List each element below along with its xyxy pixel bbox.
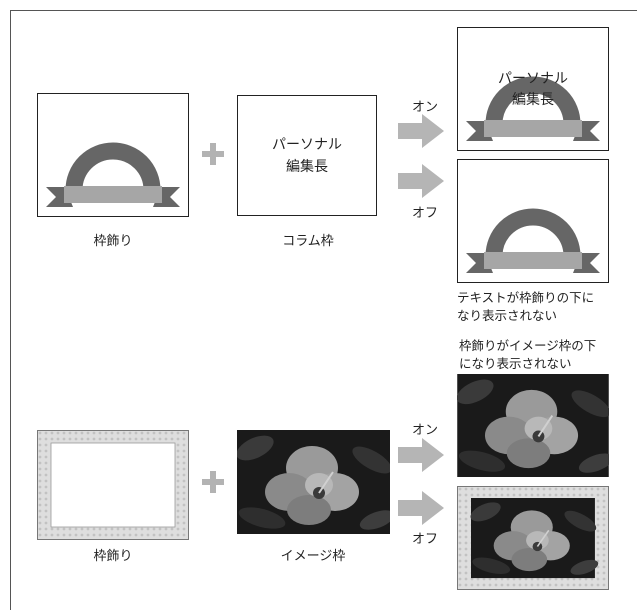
ribbon-arch-graphic bbox=[46, 142, 180, 207]
patterned-frame-graphic bbox=[37, 430, 189, 540]
arrow-right-icon bbox=[398, 491, 444, 525]
off-note-top: テキストが枠飾りの下に なり表示されない bbox=[457, 290, 595, 323]
result-off-framed-image bbox=[457, 486, 609, 590]
on-label-bottom: オン bbox=[411, 423, 438, 438]
arrow-right-icon bbox=[398, 438, 444, 472]
column-text-line-1: パーソナル bbox=[272, 137, 342, 153]
ribbon-arch-graphic bbox=[466, 76, 600, 141]
result-off-box bbox=[457, 159, 609, 283]
on-label-top: オン bbox=[411, 100, 438, 115]
column-text: パーソナル 編集長 bbox=[238, 134, 376, 178]
result-on-image bbox=[457, 374, 609, 477]
column-frame-box: パーソナル 編集長 bbox=[237, 95, 377, 216]
column-text-line-2: 編集長 bbox=[286, 159, 328, 175]
result-on-box: パーソナル 編集長 bbox=[457, 27, 609, 151]
hibiscus-image bbox=[237, 430, 390, 534]
plus-icon bbox=[202, 143, 224, 165]
frame-decoration-box bbox=[37, 93, 189, 217]
result-on-text-line-2: 編集長 bbox=[512, 92, 554, 108]
diagram-border bbox=[10, 10, 637, 610]
image-frame-label: イメージ枠 bbox=[280, 549, 346, 564]
result-on-text: パーソナル 編集長 bbox=[458, 69, 608, 111]
plus-icon bbox=[202, 471, 224, 493]
column-frame-label: コラム枠 bbox=[282, 234, 334, 249]
bottom-note: 枠飾りがイメージ枠の下 になり表示されない bbox=[459, 338, 597, 371]
frame-decoration-label-bottom: 枠飾り bbox=[93, 549, 133, 564]
frame-decoration-label: 枠飾り bbox=[93, 234, 133, 249]
arrow-right-icon bbox=[398, 164, 444, 198]
result-on-text-line-1: パーソナル bbox=[498, 71, 568, 87]
off-label-bottom: オフ bbox=[411, 532, 438, 547]
off-label-top: オフ bbox=[411, 206, 438, 221]
arrow-right-icon bbox=[398, 114, 444, 148]
ribbon-arch-graphic bbox=[466, 208, 600, 273]
